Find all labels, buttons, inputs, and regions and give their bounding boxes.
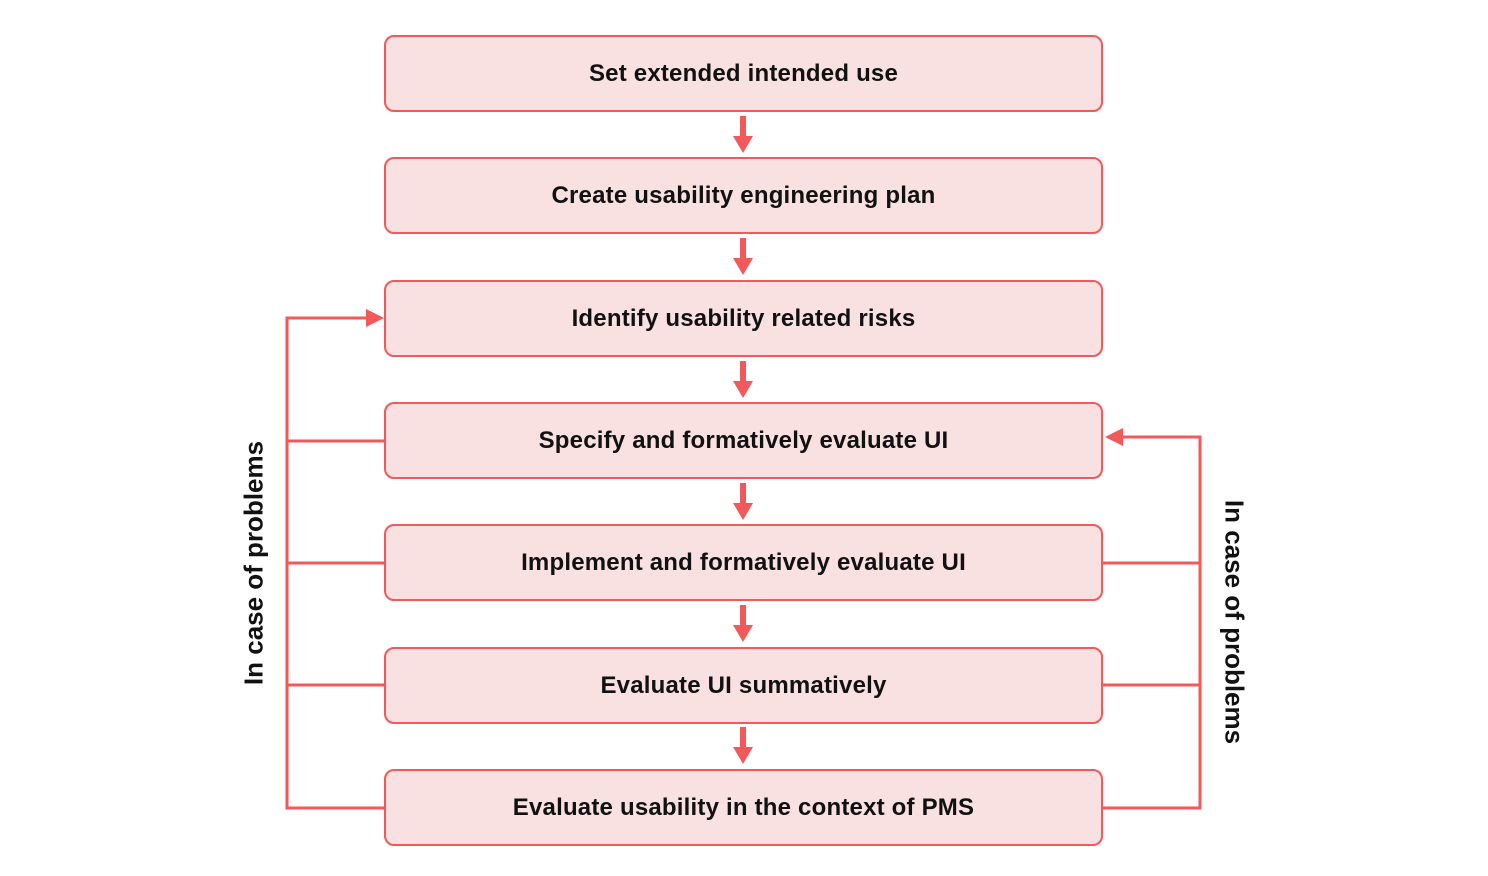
step-set-intended-use: Set extended intended use — [384, 35, 1103, 112]
step-label: Identify usability related risks — [571, 304, 916, 332]
left-loop-arrowhead — [366, 309, 384, 327]
down-arrows — [733, 116, 753, 764]
right-loop-label: In case of problems — [1219, 499, 1250, 745]
step-create-plan: Create usability engineering plan — [384, 157, 1103, 234]
step-implement-ui: Implement and formatively evaluate UI — [384, 524, 1103, 601]
left-loop-label: In case of problems — [238, 440, 269, 686]
down-arrow — [733, 483, 753, 520]
down-arrow — [733, 238, 753, 275]
right-loop-arrowhead — [1105, 428, 1123, 446]
down-arrow — [733, 361, 753, 398]
step-identify-risks: Identify usability related risks — [384, 280, 1103, 357]
step-evaluate-summatively: Evaluate UI summatively — [384, 647, 1103, 724]
step-evaluate-pms: Evaluate usability in the context of PMS — [384, 769, 1103, 846]
step-label: Set extended intended use — [588, 59, 899, 87]
step-specify-ui: Specify and formatively evaluate UI — [384, 402, 1103, 479]
step-label: Evaluate usability in the context of PMS — [512, 793, 975, 821]
step-label: Specify and formatively evaluate UI — [538, 426, 949, 454]
down-arrow — [733, 116, 753, 153]
right-loop-line — [1103, 435, 1202, 810]
down-arrow — [733, 605, 753, 642]
down-arrow — [733, 727, 753, 764]
step-label: Evaluate UI summatively — [600, 671, 887, 699]
step-label: Implement and formatively evaluate UI — [521, 548, 966, 576]
step-label: Create usability engineering plan — [551, 181, 936, 209]
